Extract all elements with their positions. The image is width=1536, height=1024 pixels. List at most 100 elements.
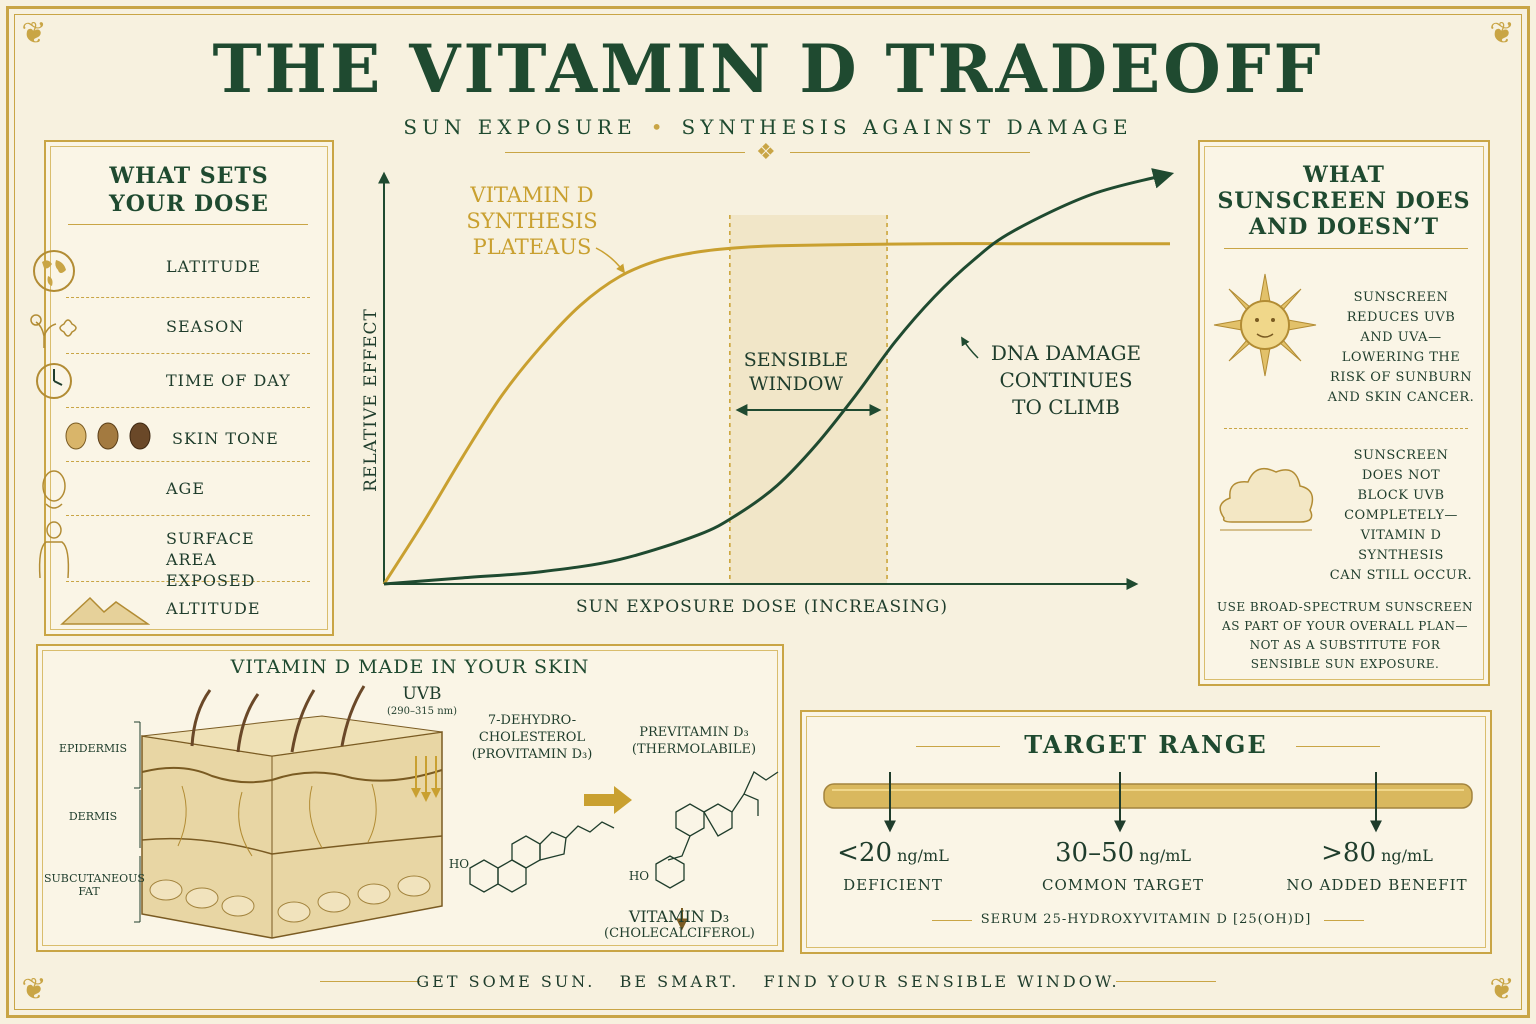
sunscreen-does-line: REDUCES UVB (1346, 310, 1456, 325)
epidermis-boundary (141, 766, 443, 784)
sensible-window-band (729, 215, 888, 583)
factor-altitude: ALTITUDE (60, 584, 310, 636)
uvb-label: UVB (290–315 nm) (382, 686, 462, 720)
dose-panel: WHAT SETS YOUR DOSE (44, 140, 334, 636)
dna-damage-line (383, 168, 1175, 586)
page-subtitle: SUN EXPOSURE • SYNTHESIS AGAINST DAMAGE (0, 115, 1536, 139)
corner-ornament-icon: ❦ (21, 16, 47, 51)
provitamin-line3: (PROVITAMIN D₃) (471, 747, 593, 762)
chart-svg: RELATIVE EFFECT SUN EXPOSURE DOSE (INCRE… (361, 168, 1175, 617)
previtamin-structure (655, 771, 779, 889)
subcutaneous-label-line2: FAT (78, 885, 100, 898)
footnote-rule-left (932, 920, 972, 921)
clock-icon (36, 363, 72, 399)
sunscreen-does-line: SUNSCREEN (1353, 290, 1449, 305)
factor-season: SEASON (30, 302, 310, 354)
factor-label: TIME OF DAY (166, 371, 291, 390)
target-panel: TARGET RANGE <20 ng/mL DEFICIENT 30–50 n… (800, 710, 1492, 954)
factor-label: LATITUDE (166, 257, 261, 276)
sunscreen-divider (1224, 428, 1468, 429)
factor-age: AGE (42, 464, 310, 516)
dose-panel-heading: WHAT SETS YOUR DOSE (46, 162, 332, 218)
target-range-bar (823, 772, 1473, 833)
dose-heading-rule (68, 224, 308, 225)
sunscreen-doesnt-line: COMPLETELY— (1344, 508, 1458, 523)
footnote-rule-right (1324, 920, 1364, 921)
sunscreen-advice-line: AS PART OF YOUR OVERALL PLAN— (1222, 619, 1468, 633)
cloud-icon (1219, 467, 1314, 531)
conversion-arrow (584, 786, 632, 814)
sunscreen-panel: WHAT SUNSCREEN DOES AND DOESN’T SUNSCREE… (1198, 140, 1490, 686)
vitd-label-line3: PLATEAUS (473, 235, 592, 259)
sunscreen-doesnt-line: VITAMIN D (1360, 528, 1442, 543)
sunscreen-advice-line: NOT AS A SUBSTITUTE FOR (1249, 638, 1441, 652)
dose-heading-line1: WHAT SETS (109, 163, 269, 189)
no-added-benefit-label: NO ADDED BENEFIT (1286, 876, 1468, 894)
mountain-icon (60, 596, 150, 625)
elderly-face-icon (42, 470, 66, 509)
vitd-label-line2: SYNTHESIS (466, 209, 597, 233)
sunscreen-does-text: SUNSCREEN REDUCES UVB AND UVA— LOWERING … (1326, 288, 1476, 408)
corner-ornament-icon: ❦ (1489, 972, 1515, 1007)
footer-rule-right (1116, 981, 1216, 982)
no-added-benefit-number: >80 (1321, 838, 1377, 868)
subtitle-separator: • (650, 115, 668, 139)
subcutaneous-label: SUBCUTANEOUS FAT (44, 872, 145, 898)
flowers-icon (30, 314, 77, 348)
vitamin-d3-title: VITAMIN D₃ (628, 907, 730, 926)
factor-label: AGE (166, 479, 206, 498)
subtitle-left: SUN EXPOSURE (403, 115, 637, 139)
outer-frame (6, 6, 1530, 1018)
factor-surface-area: SURFACE AREA EXPOSED (38, 520, 310, 590)
target-panel-heading: TARGET RANGE (1024, 730, 1268, 759)
provitamin-label: 7-DEHYDRO- CHOLESTEROL (PROVITAMIN D₃) (462, 712, 602, 763)
dna-callout-arrow (961, 336, 979, 359)
sun-icon (1213, 273, 1317, 377)
deficient-number: <20 (837, 838, 893, 868)
skin-panel: VITAMIN D MADE IN YOUR SKIN (36, 644, 784, 952)
sunscreen-doesnt-line: DOES NOT (1361, 468, 1441, 483)
sunscreen-heading-rule (1224, 248, 1468, 249)
torso-icon (38, 521, 70, 579)
subtitle-rule-left (505, 152, 745, 153)
sunscreen-heading-line3: AND DOESN’T (1249, 214, 1439, 240)
no-added-benefit-value: >80 ng/mL NO ADDED BENEFIT (1282, 838, 1472, 894)
provitamin-structure (469, 821, 615, 893)
common-target-label: COMMON TARGET (1042, 876, 1204, 894)
deficient-label: DEFICIENT (843, 876, 943, 894)
subtitle-right: SYNTHESIS AGAINST DAMAGE (681, 115, 1133, 139)
sunscreen-doesnt-line: BLOCK UVB (1357, 488, 1445, 503)
factor-skin-tone: SKIN TONE (65, 410, 310, 462)
inner-frame (14, 14, 1522, 1010)
target-heading-rule-left (916, 746, 1000, 747)
vitamin-d3-label: VITAMIN D₃ (CHOLECALCIFEROL) (604, 907, 755, 942)
x-axis-label: SUN EXPOSURE DOSE (INCREASING) (576, 597, 948, 617)
sunscreen-advice-line: SENSIBLE SUN EXPOSURE. (1250, 657, 1440, 671)
sunscreen-does-line: AND UVA— (1360, 330, 1442, 345)
factor-label: SURFACE AREA EXPOSED (166, 528, 310, 591)
footer-rule-left (320, 981, 420, 982)
factor-label: SEASON (166, 317, 245, 336)
factor-label: SKIN TONE (172, 429, 279, 448)
sunscreen-advice-line: USE BROAD-SPECTRUM SUNSCREEN (1217, 600, 1473, 614)
common-target-value: 30–50 ng/mL COMMON TARGET (1028, 838, 1218, 894)
sunscreen-does-line: LOWERING THE (1341, 350, 1461, 365)
globe-icon (33, 250, 75, 292)
vitd-label-line1: VITAMIN D (469, 183, 593, 207)
corner-ornament-icon: ❦ (1489, 16, 1515, 51)
common-target-number: 30–50 (1055, 838, 1135, 868)
dna-label-line3: TO CLIMB (1012, 395, 1120, 419)
sunscreen-doesnt-text: SUNSCREEN DOES NOT BLOCK UVB COMPLETELY—… (1326, 446, 1476, 586)
vitamin-d3-subtitle: (CHOLECALCIFEROL) (604, 926, 755, 941)
sunscreen-doesnt-line: CAN STILL OCCUR. (1329, 568, 1473, 583)
window-label-line2: WINDOW (749, 373, 843, 395)
skin-panel-heading: VITAMIN D MADE IN YOUR SKIN (230, 656, 590, 678)
sunscreen-advice-text: USE BROAD-SPECTRUM SUNSCREEN AS PART OF … (1212, 598, 1478, 674)
faces-icon (65, 422, 151, 450)
epidermis-label: EPIDERMIS (58, 742, 128, 755)
previtamin-ho-label: HO (628, 869, 650, 883)
deficient-unit: ng/mL (897, 846, 949, 865)
tradeoff-chart: RELATIVE EFFECT SUN EXPOSURE DOSE (INCRE… (340, 160, 1190, 630)
dermis-label: DERMIS (68, 810, 118, 823)
dose-heading-line2: YOUR DOSE (109, 191, 269, 217)
